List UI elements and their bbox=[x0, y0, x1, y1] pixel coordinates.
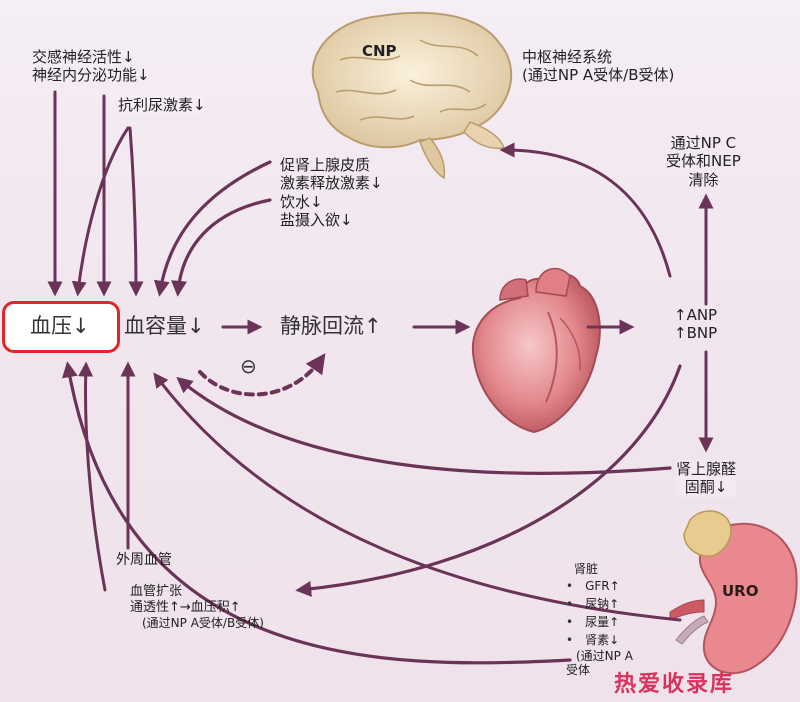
clearance-line-3: 清除 bbox=[688, 170, 719, 189]
salt-appetite-label: 盐摄入欲↓ bbox=[280, 210, 353, 229]
peripheral-vessel-title: 外周血管 bbox=[116, 552, 172, 568]
heart-illustration bbox=[471, 267, 601, 434]
permeability-label: 通透性↑→血压积↑ bbox=[130, 599, 241, 615]
clearance-line-1: 通过NP C bbox=[670, 134, 737, 152]
kidney-item: GFR↑ bbox=[566, 577, 633, 595]
drinking-label: 饮水↓ bbox=[280, 192, 323, 211]
sympathetic-label: 交感神经活性↓ 神经内分泌功能↓ bbox=[32, 48, 150, 85]
kidney-note-1: (通过NP A bbox=[576, 648, 633, 663]
sympathetic-activity-text: 交感神经活性↓ bbox=[32, 48, 135, 66]
kidney-item: 尿钠↑ bbox=[566, 595, 633, 613]
hormone-labels: 促肾上腺皮质 激素释放激素↓ 饮水↓ 盐摄入欲↓ bbox=[280, 156, 383, 229]
watermark-text: 热爱收录库 bbox=[614, 672, 735, 697]
kidney-title: 肾脏 bbox=[574, 562, 599, 576]
bnp-label: ↑BNP bbox=[674, 324, 718, 343]
aldosterone-line-1: 肾上腺醛 bbox=[676, 460, 737, 478]
aldosterone-line-2: 固酮↓ bbox=[684, 478, 728, 497]
kidney-block: 肾脏 GFR↑ 尿钠↑ 尿量↑ 肾素↓ (通过NP A 受体 bbox=[566, 562, 633, 678]
venous-return-label: 静脉回流↑ bbox=[280, 314, 382, 338]
blood-pressure-highlight-box bbox=[2, 301, 120, 353]
blood-pressure-label: 血压↓ bbox=[30, 314, 90, 338]
uro-label: URO bbox=[722, 582, 759, 600]
cns-receptor-note: (通过NP A受体/B受体) bbox=[522, 66, 675, 85]
cns-label: 中枢神经系统 (通过NP A受体/B受体) bbox=[522, 48, 674, 85]
cns-title: 中枢神经系统 bbox=[522, 48, 613, 66]
peptide-labels: ↑ANP ↑BNP bbox=[674, 306, 717, 343]
kidney-effects-list: GFR↑ 尿钠↑ 尿量↑ 肾素↓ bbox=[566, 577, 633, 649]
kidney-note-2: 受体 bbox=[566, 663, 591, 678]
crh-label-2: 激素释放激素↓ bbox=[280, 174, 383, 193]
cnp-label: CNP bbox=[362, 42, 397, 60]
adh-label: 抗利尿激素↓ bbox=[118, 96, 206, 115]
clearance-labels: 通过NP C 受体和NEP 清除 bbox=[666, 134, 741, 189]
inhibit-icon: ⊖ bbox=[240, 354, 257, 378]
kidney-illustration bbox=[669, 510, 798, 675]
vessel-receptor-note: (通过NP A受体/B受体) bbox=[142, 615, 264, 630]
kidney-item: 肾素↓ bbox=[566, 631, 633, 649]
crh-label-1: 促肾上腺皮质 bbox=[280, 156, 371, 174]
vessel-effects: 血管扩张 通透性↑→血压积↑ (通过NP A受体/B受体) bbox=[130, 584, 264, 630]
aldosterone-labels: 肾上腺醛 固酮↓ bbox=[676, 460, 737, 497]
clearance-line-2: 受体和NEP bbox=[666, 152, 741, 171]
brain-illustration bbox=[311, 11, 513, 180]
blood-volume-label: 血容量↓ bbox=[124, 314, 205, 338]
anp-label: ↑ANP bbox=[674, 306, 718, 324]
vasodilation-label: 血管扩张 bbox=[130, 584, 183, 599]
kidney-item: 尿量↑ bbox=[566, 613, 633, 631]
neuroendocrine-text: 神经内分泌功能↓ bbox=[32, 66, 150, 85]
